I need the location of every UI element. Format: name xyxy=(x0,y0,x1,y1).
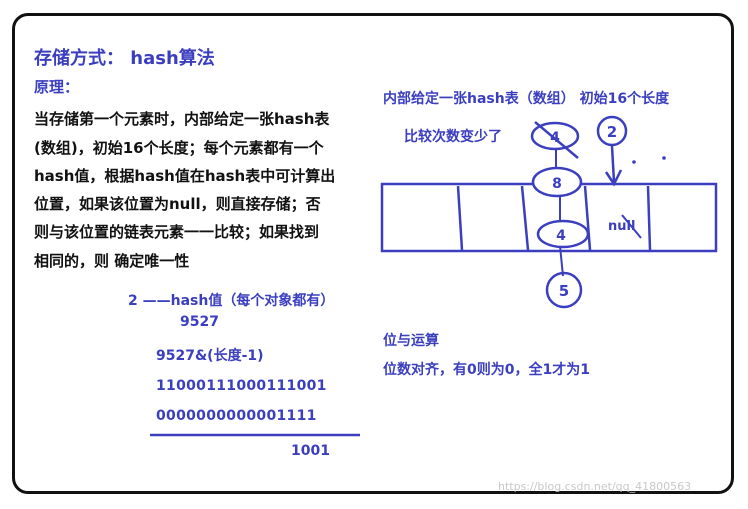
dot-mark xyxy=(632,160,636,164)
node-circle xyxy=(531,166,583,198)
node-label: 4 xyxy=(550,130,560,146)
principle-line: 当存储第一个元素时，内部给定一张hash表 xyxy=(34,110,330,128)
page-title: 存储方式： hash算法 xyxy=(34,48,215,69)
binary-result: 1001 xyxy=(291,443,330,459)
bitwise-and-description: 位数对齐，有0则为0，全1才为1 xyxy=(383,362,590,378)
arrow-shaft xyxy=(610,145,616,183)
dot-mark xyxy=(662,156,666,160)
principle-line: hash值，根据hash值在hash表中可计算出 xyxy=(34,167,336,185)
principle-heading: 原理： xyxy=(34,78,80,96)
hash-value-label: 2 ——hash值（每个对象都有） xyxy=(128,293,335,309)
note-frame xyxy=(12,13,734,494)
hash-table-heading: 内部给定一张hash表（数组） 初始16个长度 xyxy=(383,91,670,107)
node-circle xyxy=(545,271,583,309)
array-divider xyxy=(646,185,652,251)
node-circle xyxy=(536,219,590,249)
array-divider xyxy=(456,185,464,251)
node-label: 2 xyxy=(607,123,617,141)
principle-line: (数组)，初始16个长度；每个元素都有一个 xyxy=(34,139,324,157)
chain-link xyxy=(559,245,564,277)
fewer-compares-note: 比较次数变少了 xyxy=(404,129,502,145)
binary-mask: 0000000000001111 xyxy=(156,408,317,424)
node-circle xyxy=(596,115,628,147)
bitwise-and-heading: 位与运算 xyxy=(383,333,439,349)
binary-hash: 11000111000111001 xyxy=(156,378,327,394)
principle-line: 相同的，则 确定唯一性 xyxy=(34,252,190,270)
null-strike xyxy=(621,214,642,239)
principle-line: 则与该位置的链表元素一一比较；如果找到 xyxy=(34,223,320,241)
node-label: 8 xyxy=(552,176,562,192)
array-divider xyxy=(520,185,530,251)
arrow-head xyxy=(604,169,623,187)
hash-number: 9527 xyxy=(180,314,219,330)
cross-out-mark xyxy=(534,121,579,159)
node-label: 5 xyxy=(559,282,569,300)
watermark: https://blog.csdn.net/qq_41800563 xyxy=(498,480,692,493)
principle-line: 位置，如果该位置为null，则直接存储；否 xyxy=(34,195,321,213)
node-circle-crossed xyxy=(530,121,580,151)
array-divider xyxy=(583,185,592,251)
mod-expression: 9527&(长度-1) xyxy=(156,348,264,364)
node-label: 4 xyxy=(556,228,566,244)
